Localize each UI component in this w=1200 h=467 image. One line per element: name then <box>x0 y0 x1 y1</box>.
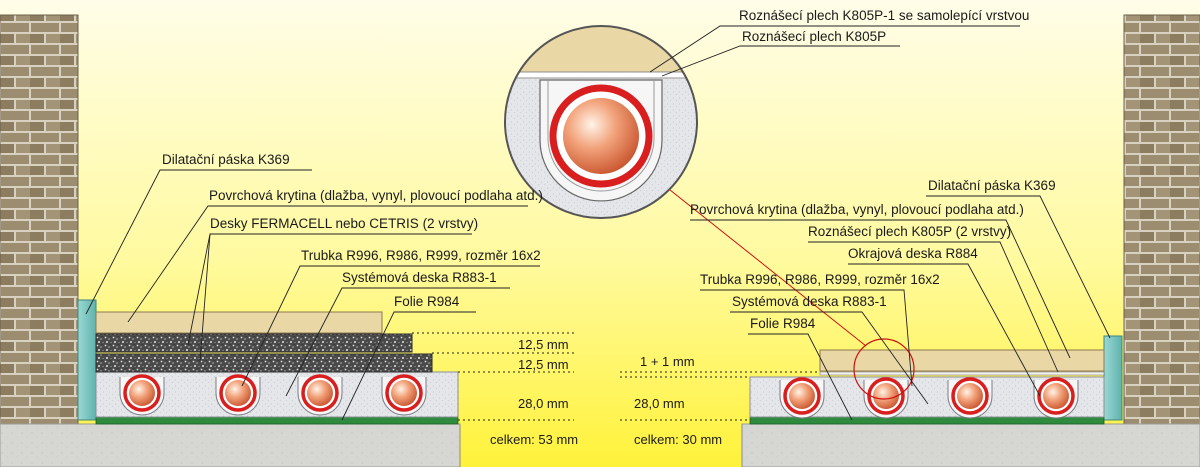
brick-wall-right <box>1123 14 1200 426</box>
pipes-left <box>119 374 427 416</box>
concrete-base-right <box>741 423 1200 467</box>
dim-left-3: 28,0 mm <box>518 396 569 411</box>
label-right-folie: Folie R984 <box>750 316 816 331</box>
dim-right-2: 28,0 mm <box>634 396 685 411</box>
pipe-left-2 <box>225 380 251 406</box>
right-floor-assembly <box>749 335 1123 425</box>
fermacell-board-lower <box>95 353 433 373</box>
floor-cover-left <box>95 311 383 334</box>
dim-left-2: 12,5 mm <box>518 357 569 372</box>
pipe-right-3 <box>957 383 983 409</box>
foil-left <box>95 416 459 425</box>
pipes-right <box>779 377 1079 419</box>
pipe-right-1 <box>789 383 815 409</box>
dimensions-right: 1 + 1 mm 28,0 mm celkem: 30 mm <box>620 354 820 447</box>
label-right-trubka: Trubka R996, R986, R999, rozměr 16x2 <box>700 272 940 287</box>
label-k805p: Roznášecí plech K805P <box>742 29 886 44</box>
label-left-folie: Folie R984 <box>394 294 460 309</box>
labels-right: Povrchová krytina (dlažba, vynyl, plovou… <box>690 178 1111 421</box>
left-floor-assembly <box>77 299 459 425</box>
detail-leader-line <box>659 181 867 347</box>
pipe-left-3 <box>307 380 333 406</box>
spreader-plate-right <box>819 371 1105 376</box>
label-k805p1: Roznášecí plech K805P-1 se samolepící vr… <box>739 8 1029 23</box>
detail-pipe <box>563 98 639 174</box>
dim-left-1: 12,5 mm <box>518 337 569 352</box>
dim-right-1: 1 + 1 mm <box>640 354 695 369</box>
dimensions-left: 12,5 mm 12,5 mm 28,0 mm celkem: 53 mm <box>412 332 578 447</box>
labels-top: Roznášecí plech K805P-1 se samolepící vr… <box>649 8 1029 77</box>
detail-marker-circle <box>853 338 915 400</box>
label-left-systemova: Systémová deska R883-1 <box>342 270 497 285</box>
detail-circle <box>504 25 698 219</box>
dim-right-total: celkem: 30 mm <box>634 432 722 447</box>
pipe-right-2 <box>873 383 899 409</box>
pipe-right-4 <box>1043 383 1069 409</box>
label-right-dilatacni: Dilatační páska K369 <box>928 178 1056 193</box>
label-right-krytina: Povrchová krytina (dlažba, vynyl, plovou… <box>690 202 1024 217</box>
label-left-desky: Desky FERMACELL nebo CETRIS (2 vrstvy) <box>210 216 478 231</box>
label-left-krytina: Povrchová krytina (dlažba, vynyl, plovou… <box>209 188 543 203</box>
label-right-plech: Roznášecí plech K805P (2 vrstvy) <box>808 224 1011 239</box>
labels-left: Dilatační páska K369 Povrchová krytina (… <box>85 152 543 421</box>
brick-wall-left <box>0 14 79 426</box>
label-left-dilatacni: Dilatační páska K369 <box>162 152 290 167</box>
dilatation-strip-right <box>1103 335 1123 421</box>
fermacell-board-upper <box>95 333 413 353</box>
label-left-trubka: Trubka R996, R986, R999, rozměr 16x2 <box>301 248 541 263</box>
label-right-systemova: Systémová deska R883-1 <box>732 294 887 309</box>
dim-left-total: celkem: 53 mm <box>490 432 578 447</box>
pipe-left-4 <box>391 380 417 406</box>
label-right-okrajova: Okrajová deska R884 <box>848 246 978 261</box>
concrete-base-left <box>0 423 461 467</box>
pipe-left-1 <box>129 380 155 406</box>
floor-cover-right <box>819 349 1105 372</box>
dilatation-strip-left <box>77 299 97 421</box>
